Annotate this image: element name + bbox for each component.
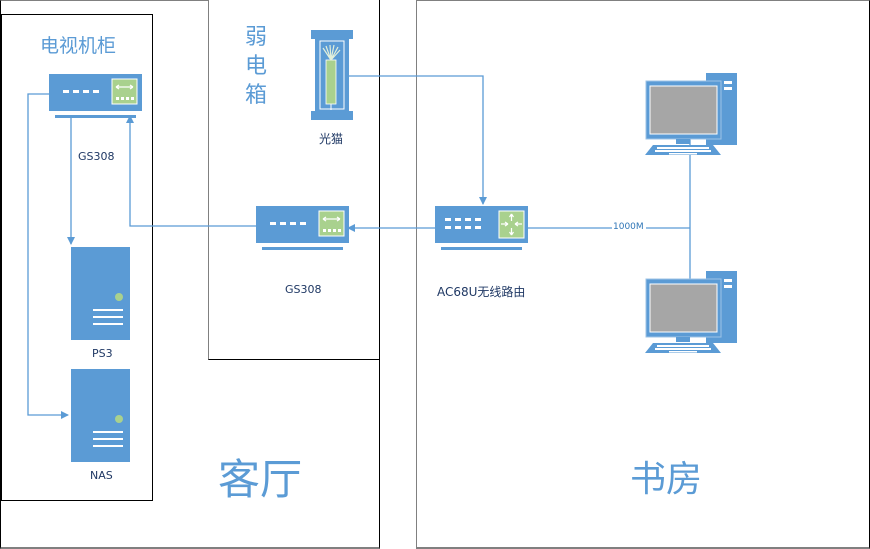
desktop-computer-top-icon[interactable]: [645, 73, 737, 155]
living-room-title: 客厅: [218, 455, 303, 504]
link-switchtv-nas: [27, 93, 69, 419]
optical-modem-icon[interactable]: [311, 30, 353, 120]
switch-tv-icon[interactable]: [49, 74, 142, 118]
router-label: AC68U无线路由: [437, 285, 526, 299]
switch-box-icon[interactable]: [256, 206, 349, 250]
study-room-title: 书房: [630, 459, 703, 500]
link-speed-label: 1000M: [613, 222, 644, 232]
link-modem-router: [332, 75, 487, 205]
ps3-server-icon[interactable]: [71, 247, 130, 340]
ps3-label: PS3: [92, 347, 113, 360]
connection-lines: [27, 75, 694, 419]
nas-label: NAS: [90, 469, 113, 482]
study-room: [416, 0, 870, 549]
nas-server-icon[interactable]: [71, 369, 130, 462]
switch-tv-label: GS308: [78, 150, 115, 163]
link-switchbox-switchtv: [126, 115, 258, 227]
optical-modem-label: 光猫: [319, 132, 344, 146]
desktop-computer-bottom-icon[interactable]: [645, 271, 737, 353]
router-icon[interactable]: [435, 206, 528, 250]
weak-box-title-3: 箱: [244, 83, 267, 108]
weak-box-title-2: 电: [244, 54, 267, 79]
weak-box-title-1: 弱: [244, 25, 267, 50]
weak-current-box: [208, 0, 380, 360]
tv-cabinet-title: 电视机柜: [40, 35, 117, 57]
switch-box-label: GS308: [285, 283, 322, 296]
